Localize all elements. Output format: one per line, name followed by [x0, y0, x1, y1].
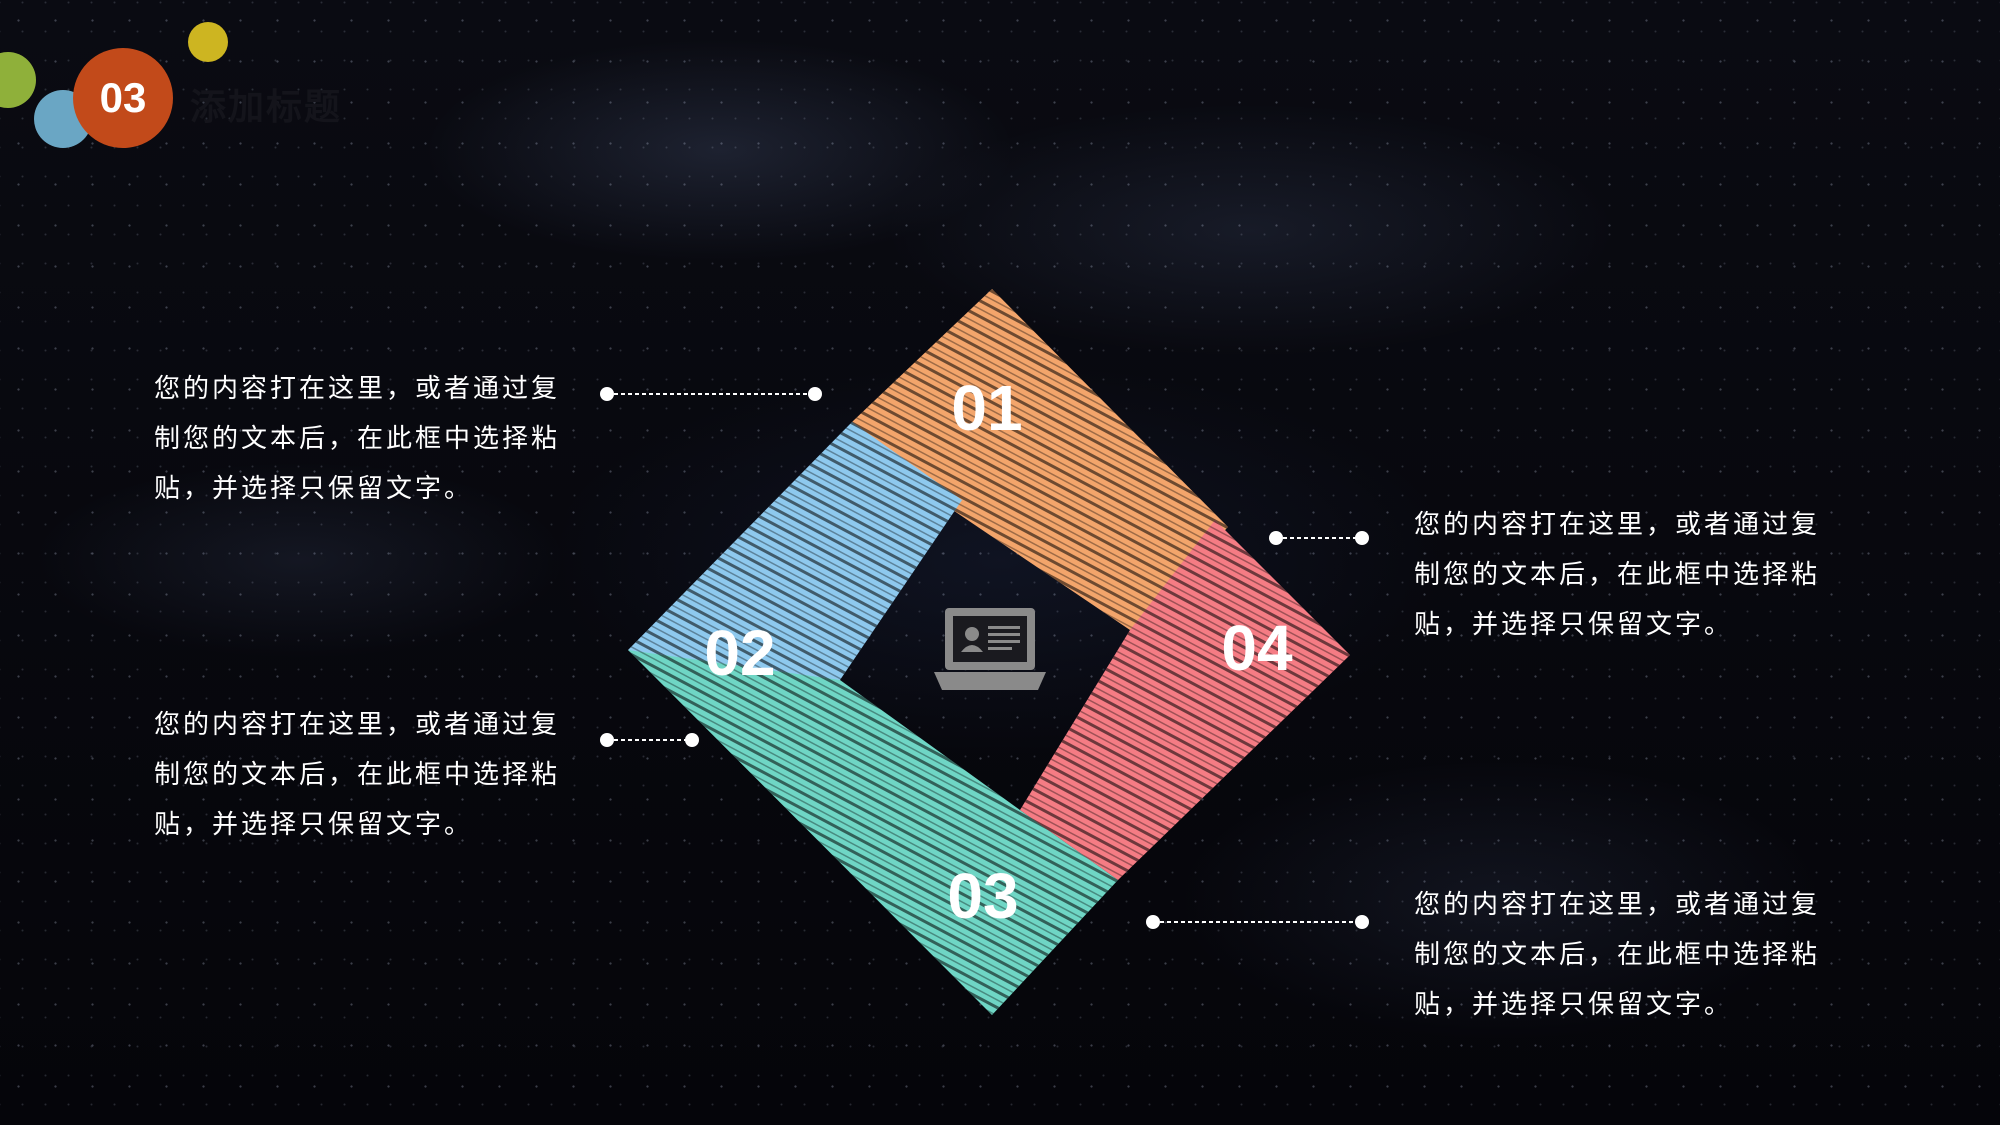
segment-label-02: 02	[704, 617, 775, 689]
decor-circle-yellow	[188, 22, 228, 62]
section-number: 03	[99, 74, 147, 121]
connector-1	[600, 387, 822, 401]
connector-2	[600, 733, 699, 747]
text-line: 制您的文本后，在此框中选择粘	[1414, 560, 1821, 590]
text-line: 制您的文本后，在此框中选择粘	[1414, 940, 1821, 970]
text-line: 制您的文本后，在此框中选择粘	[154, 424, 561, 454]
laptop-user-icon	[934, 608, 1046, 690]
text-block-1: 您的内容打在这里，或者通过复 制您的文本后，在此框中选择粘 贴，并选择只保留文字…	[154, 364, 574, 514]
text-line: 贴，并选择只保留文字。	[1414, 990, 1734, 1020]
text-line: 您的内容打在这里，或者通过复	[154, 374, 561, 404]
text-line: 贴，并选择只保留文字。	[154, 474, 474, 504]
text-block-2: 您的内容打在这里，或者通过复 制您的文本后，在此框中选择粘 贴，并选择只保留文字…	[154, 700, 574, 850]
text-line: 您的内容打在这里，或者通过复	[154, 710, 561, 740]
text-line: 贴，并选择只保留文字。	[154, 810, 474, 840]
text-block-4: 您的内容打在这里，或者通过复 制您的文本后，在此框中选择粘 贴，并选择只保留文字…	[1414, 880, 1834, 1030]
section-number-badge: 03	[73, 48, 173, 148]
text-line: 制您的文本后，在此框中选择粘	[154, 760, 561, 790]
segment-01	[852, 289, 1228, 630]
connector-4	[1146, 915, 1369, 929]
segment-label-01: 01	[951, 372, 1022, 444]
text-line: 您的内容打在这里，或者通过复	[1414, 890, 1821, 920]
segment-label-03: 03	[947, 860, 1018, 932]
segment-label-04: 04	[1221, 612, 1293, 684]
page-title: 添加标题	[190, 86, 343, 127]
text-line: 贴，并选择只保留文字。	[1414, 610, 1734, 640]
connector-3	[1269, 531, 1369, 545]
segment-04	[1020, 520, 1350, 880]
segment-03	[628, 650, 1118, 1015]
text-line: 您的内容打在这里，或者通过复	[1414, 510, 1821, 540]
text-block-3: 您的内容打在这里，或者通过复 制您的文本后，在此框中选择粘 贴，并选择只保留文字…	[1414, 500, 1834, 650]
